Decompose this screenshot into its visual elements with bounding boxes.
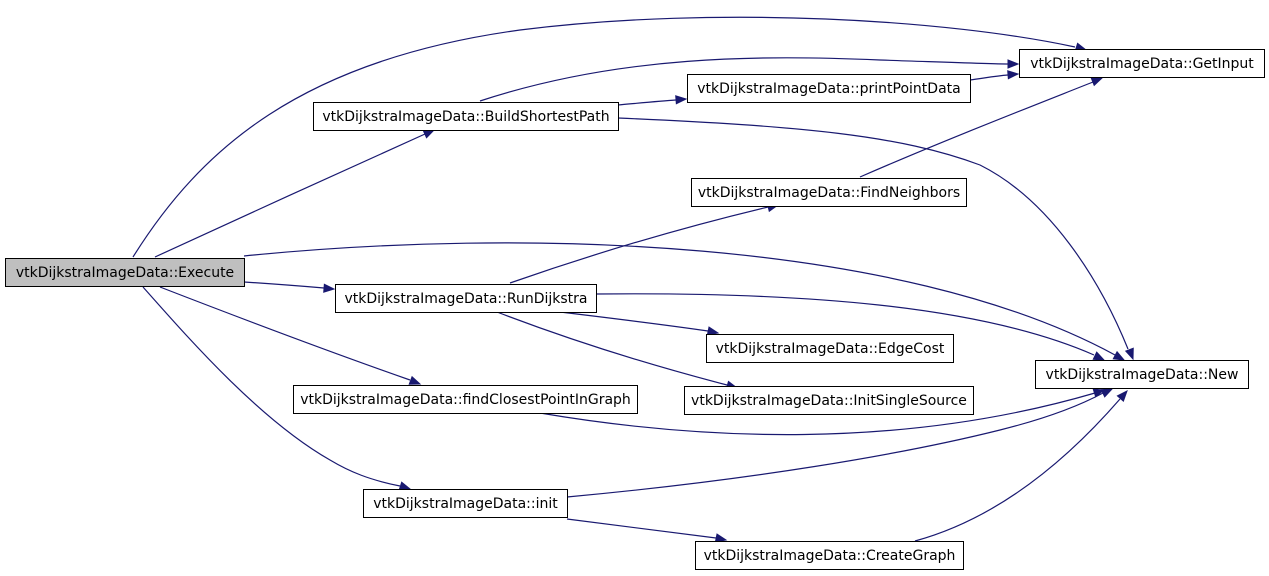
edge-line xyxy=(159,286,411,381)
arrowhead-icon xyxy=(1116,389,1128,403)
arrowhead-icon xyxy=(422,129,436,139)
edge-line xyxy=(154,133,426,258)
edge-init-to-new xyxy=(566,388,1114,498)
node-box[interactable] xyxy=(335,284,597,313)
edge-line xyxy=(617,117,1129,350)
node-findclosest[interactable]: vtkDijkstraImageData::findClosestPointIn… xyxy=(293,385,638,414)
arrowhead-icon xyxy=(1092,351,1106,361)
edge-line xyxy=(539,392,1096,436)
node-edgecost[interactable]: vtkDijkstraImageData::EdgeCost xyxy=(706,334,954,363)
edge-line xyxy=(142,286,401,487)
edge-line xyxy=(859,81,1094,178)
edge-line xyxy=(479,57,1009,102)
node-box[interactable] xyxy=(1019,49,1265,78)
node-box[interactable] xyxy=(5,258,245,287)
edge-execute-to-init xyxy=(142,286,412,491)
arrowhead-icon xyxy=(706,326,720,336)
edge-line xyxy=(132,16,1076,258)
edge-line xyxy=(243,281,325,289)
edge-line xyxy=(969,74,1009,81)
arrowhead-icon xyxy=(408,375,422,385)
arrowhead-icon xyxy=(1007,59,1020,69)
edge-line xyxy=(243,242,1116,356)
node-box[interactable] xyxy=(706,334,954,363)
node-rundijkstra[interactable]: vtkDijkstraImageData::RunDijkstra xyxy=(335,284,597,313)
edge-execute-to-getinput xyxy=(132,16,1088,258)
edge-line xyxy=(566,392,1104,498)
node-box[interactable] xyxy=(1035,360,1249,389)
edge-execute-to-build xyxy=(154,129,436,258)
node-label: vtkDijkstraImageData::InitSingleSource xyxy=(691,393,967,409)
arrowhead-icon xyxy=(1092,388,1106,398)
edge-findclosest-to-new xyxy=(539,388,1106,436)
arrowhead-icon xyxy=(398,481,412,491)
node-label: vtkDijkstraImageData::EdgeCost xyxy=(716,341,945,357)
edge-line xyxy=(914,398,1121,542)
node-box[interactable] xyxy=(684,386,974,415)
node-box[interactable] xyxy=(691,178,967,207)
edge-line xyxy=(496,311,728,386)
node-build[interactable]: vtkDijkstraImageData::BuildShortestPath xyxy=(313,102,619,131)
node-label: vtkDijkstraImageData::printPointData xyxy=(697,81,960,97)
edge-line xyxy=(559,311,709,332)
node-box[interactable] xyxy=(363,489,568,518)
node-box[interactable] xyxy=(293,385,638,414)
node-getinput[interactable]: vtkDijkstraImageData::GetInput xyxy=(1019,49,1265,78)
node-print[interactable]: vtkDijkstraImageData::printPointData xyxy=(687,74,971,103)
edge-line xyxy=(509,206,769,284)
arrowhead-icon xyxy=(1100,388,1114,398)
edge-creategraph-to-new xyxy=(914,389,1128,542)
edge-rundijkstra-to-new xyxy=(595,293,1106,361)
edges-layer xyxy=(132,16,1134,543)
node-box[interactable] xyxy=(687,74,971,103)
edge-execute-to-findclosest xyxy=(159,286,422,385)
edge-rundijkstra-to-edgecost xyxy=(559,311,720,336)
node-label: vtkDijkstraImageData::RunDijkstra xyxy=(344,291,587,307)
arrowhead-icon xyxy=(714,533,728,543)
edge-findneighbors-to-getinput xyxy=(859,77,1104,178)
arrowhead-icon xyxy=(1090,77,1104,87)
node-label: vtkDijkstraImageData::CreateGraph xyxy=(704,548,956,564)
node-box[interactable] xyxy=(313,102,619,131)
node-label: vtkDijkstraImageData::findClosestPointIn… xyxy=(300,392,631,408)
node-creategraph[interactable]: vtkDijkstraImageData::CreateGraph xyxy=(695,541,964,570)
edge-line xyxy=(595,293,1095,356)
node-new[interactable]: vtkDijkstraImageData::New xyxy=(1035,360,1249,389)
node-execute[interactable]: vtkDijkstraImageData::Execute xyxy=(5,258,245,287)
node-label: vtkDijkstraImageData::GetInput xyxy=(1030,56,1254,72)
edge-build-to-getinput xyxy=(479,57,1020,102)
edge-execute-to-rundijkstra xyxy=(243,281,336,293)
node-label: vtkDijkstraImageData::BuildShortestPath xyxy=(322,109,609,125)
edge-line xyxy=(566,518,717,539)
node-initsingle[interactable]: vtkDijkstraImageData::InitSingleSource xyxy=(684,386,974,415)
edge-build-to-new xyxy=(617,117,1134,361)
edge-rundijkstra-to-initsingle xyxy=(496,311,739,390)
arrowhead-icon xyxy=(1112,350,1126,361)
edge-execute-to-new xyxy=(243,242,1126,361)
node-label: vtkDijkstraImageData::FindNeighbors xyxy=(698,185,960,201)
arrowhead-icon xyxy=(1007,70,1020,80)
edge-print-to-getinput xyxy=(969,70,1020,81)
node-init[interactable]: vtkDijkstraImageData::init xyxy=(363,489,568,518)
arrowhead-icon xyxy=(675,95,688,105)
edge-build-to-print xyxy=(617,95,688,106)
node-findneighbors[interactable]: vtkDijkstraImageData::FindNeighbors xyxy=(691,178,967,207)
nodes-layer: vtkDijkstraImageData::ExecutevtkDijkstra… xyxy=(5,49,1265,570)
edge-line xyxy=(617,99,677,106)
edge-init-to-creategraph xyxy=(566,518,728,543)
node-box[interactable] xyxy=(695,541,964,570)
node-label: vtkDijkstraImageData::Execute xyxy=(16,265,234,281)
node-label: vtkDijkstraImageData::init xyxy=(373,496,558,512)
arrowhead-icon xyxy=(323,283,336,293)
arrowhead-icon xyxy=(1124,347,1134,361)
node-label: vtkDijkstraImageData::New xyxy=(1046,367,1239,383)
